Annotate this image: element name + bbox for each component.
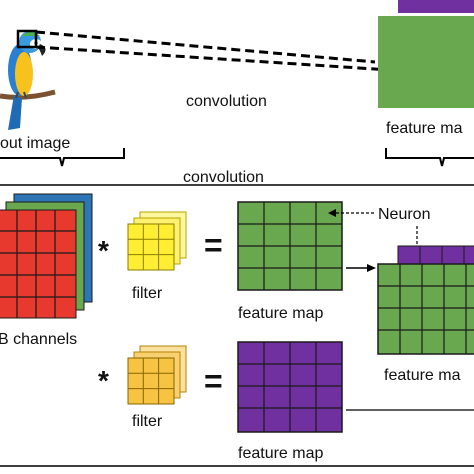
- multiply-operator-1: *: [98, 235, 109, 266]
- top-convolution-label: convolution: [186, 93, 267, 110]
- projection-line-lower: [35, 45, 391, 72]
- filter-label-1: filter: [132, 285, 163, 302]
- input-image-label: out image: [0, 135, 70, 152]
- feature-bracket: [385, 148, 474, 167]
- projection-line-upper: [35, 30, 376, 64]
- feature-map-label-2: feature map: [238, 445, 323, 462]
- stacked-feature-map-label: feature ma: [384, 367, 461, 384]
- red-channel: [0, 209, 77, 319]
- bottom-convolution-label: convolution: [183, 169, 264, 186]
- top-feature-map-label: feature ma: [386, 120, 463, 137]
- rgb-channels-label: B channels: [0, 331, 77, 348]
- feature-map-label-1: feature map: [238, 305, 323, 322]
- purple-feature-map: [237, 341, 343, 433]
- receptive-field-box: [16, 29, 38, 49]
- multiply-operator-2: *: [98, 365, 109, 396]
- filter-label-2: filter: [132, 413, 163, 430]
- rgb-channels: [0, 193, 93, 319]
- neuron-label: Neuron: [378, 206, 430, 223]
- stack-arrow-head: [367, 264, 376, 272]
- top-feature-map-back: [398, 0, 474, 13]
- equals-operator-1: =: [204, 227, 223, 263]
- equals-operator-2: =: [204, 363, 223, 399]
- neuron-arrow-head: [328, 209, 336, 217]
- green-feature-map: [237, 201, 343, 291]
- input-bracket: [0, 148, 125, 167]
- orange-filter: [127, 345, 187, 405]
- top-feature-map: [378, 16, 474, 108]
- yellow-filter: [127, 211, 187, 271]
- stacked-feature-maps: [377, 245, 474, 355]
